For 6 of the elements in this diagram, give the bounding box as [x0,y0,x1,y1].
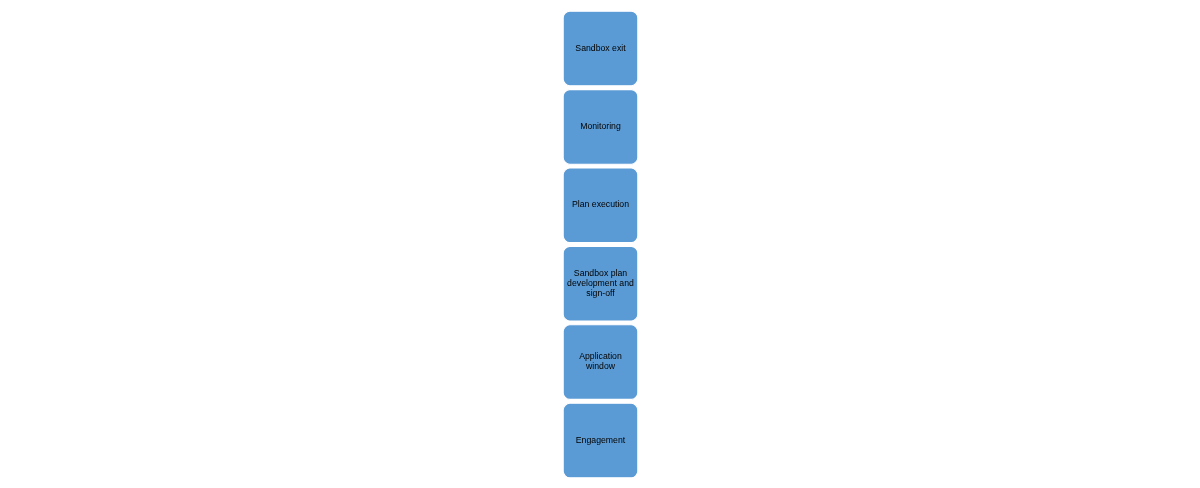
node-box: Sandbox exit [562,10,638,86]
node-box: Plan execution [562,166,638,243]
node-box: Sandbox plan development and sign-off [562,245,638,322]
node-box: Monitoring [562,88,638,165]
node-box: Engagement [562,402,638,478]
node-box: Application window [562,323,638,400]
